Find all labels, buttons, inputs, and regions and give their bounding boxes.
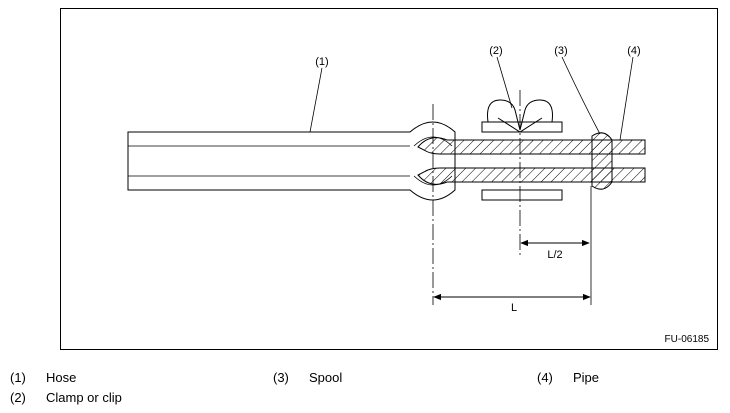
spool (591, 132, 613, 190)
callout-1-leader (309, 67, 323, 133)
callout-2-leader (496, 56, 513, 109)
callout-3-leader (561, 56, 601, 135)
figure-code: FU-06185 (664, 334, 709, 345)
callout-3: (3) (554, 45, 567, 57)
legend-number: (4) (537, 370, 553, 385)
callout-1: (1) (315, 56, 328, 68)
legend-label: Clamp or clip (46, 390, 122, 405)
callout-4: (4) (627, 45, 640, 57)
hose (127, 121, 456, 201)
clamp (481, 99, 563, 201)
callout-4-leader (619, 56, 634, 141)
callout-2: (2) (489, 45, 502, 57)
dimension-half-label: L/2 (547, 249, 562, 261)
legend-item-clamp: (2) Clamp or clip (10, 390, 122, 405)
hose-pipe-diagram: L/2 L (1) (2) (3) (4) (127, 45, 646, 314)
legend-number: (1) (10, 370, 26, 385)
legend-number: (3) (273, 370, 289, 385)
legend-item-hose: (1) Hose (10, 370, 76, 385)
legend-number: (2) (10, 390, 26, 405)
diagram-frame: FU-06185 (60, 8, 718, 350)
legend-item-pipe: (4) Pipe (537, 370, 599, 385)
pipe (417, 137, 646, 185)
dimension-full-label: L (511, 302, 517, 314)
legend-label: Hose (46, 370, 77, 385)
legend-label: Pipe (573, 370, 600, 385)
legend-label: Spool (309, 370, 343, 385)
legend-item-spool: (3) Spool (273, 370, 342, 385)
